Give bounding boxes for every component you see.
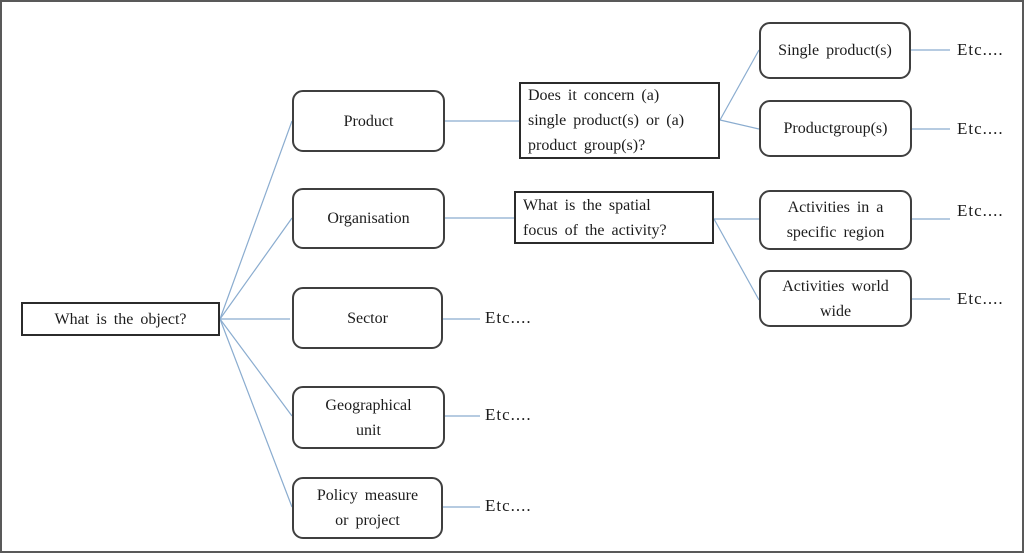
node-sector: Sector: [292, 287, 443, 349]
node-activities-worldwide: Activities world wide: [759, 270, 912, 327]
connector-question-single: [719, 49, 760, 121]
etc-label-group: Etc....: [957, 119, 1004, 138]
connector-question-worldwide: [713, 218, 760, 301]
node-organisation: Organisation: [292, 188, 445, 249]
connector-root-geographical: [219, 318, 293, 417]
etc-label-single: Etc....: [957, 40, 1004, 59]
connector-root-policy: [219, 318, 293, 508]
node-geographical-unit: Geographical unit: [292, 386, 445, 449]
node-activities-region: Activities in a specific region: [759, 190, 912, 250]
etc-label-geographical: Etc....: [485, 405, 532, 424]
node-question-product: Does it concern (a) single product(s) or…: [519, 82, 720, 159]
node-policy-measure: Policy measure or project: [292, 477, 443, 539]
connector-root-organisation: [219, 217, 293, 320]
connector-root-product: [219, 120, 293, 320]
etc-label-policy: Etc....: [485, 496, 532, 515]
node-single-product: Single product(s): [759, 22, 911, 79]
connector-question-group: [719, 119, 760, 130]
etc-label-sector: Etc....: [485, 308, 532, 327]
node-question-spatial: What is the spatial focus of the activit…: [514, 191, 714, 244]
node-root-question: What is the object?: [21, 302, 220, 336]
node-productgroup: Productgroup(s): [759, 100, 912, 157]
etc-label-worldwide: Etc....: [957, 289, 1004, 308]
etc-label-region: Etc....: [957, 201, 1004, 220]
node-product: Product: [292, 90, 445, 152]
